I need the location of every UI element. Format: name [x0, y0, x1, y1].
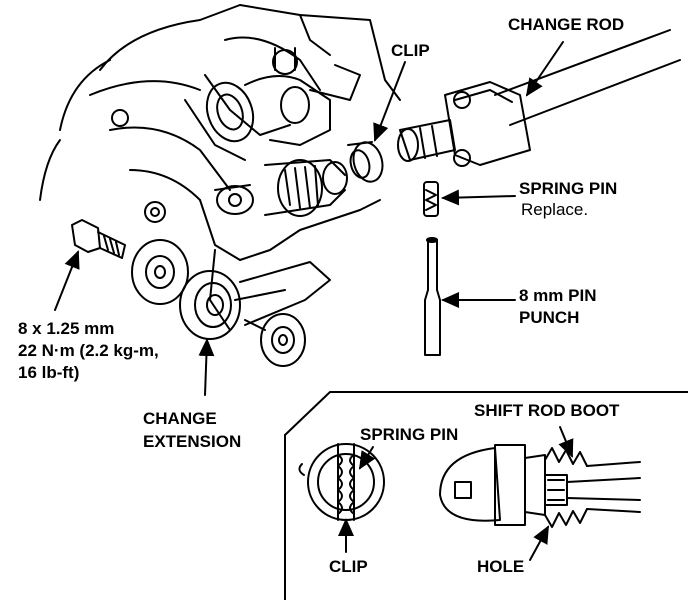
label-clip: CLIP — [391, 41, 430, 60]
label-bolt-torque-lbft: 16 lb-ft) — [18, 363, 80, 382]
shift-shaft — [214, 159, 348, 217]
clip-part — [347, 141, 384, 183]
label-shift-rod-boot: SHIFT ROD BOOT — [474, 401, 620, 420]
label-pin-punch-line2: PUNCH — [519, 308, 580, 327]
label-spring-pin: SPRING PIN — [519, 179, 618, 198]
spring-pin-part — [423, 181, 439, 217]
label-bolt-torque-nm: 22 N·m (2.2 kg-m, — [18, 341, 159, 360]
label-clip-detail: CLIP — [329, 557, 368, 576]
upper-shaft-assembly — [184, 47, 361, 161]
label-bolt-size: 8 x 1.25 mm — [18, 319, 115, 338]
label-change-extension-line2: EXTENSION — [143, 432, 242, 451]
label-pin-punch-line1: 8 mm PIN — [519, 286, 597, 305]
detail-inset — [284, 391, 688, 600]
bolt-part — [71, 219, 126, 259]
change-extension — [131, 239, 331, 367]
label-change-rod: CHANGE ROD — [508, 15, 625, 34]
pin-punch-tool — [424, 237, 441, 356]
label-spring-pin-detail: SPRING PIN — [360, 425, 459, 444]
shift-rod-joint-detail — [439, 444, 641, 528]
leader-arrows — [54, 41, 574, 561]
label-spring-pin-note: Replace. — [521, 200, 589, 219]
label-change-extension-line1: CHANGE — [143, 409, 217, 428]
label-hole: HOLE — [477, 557, 525, 576]
clip-end-view — [298, 443, 385, 521]
transmission-case — [39, 4, 401, 331]
change-rod-joint — [397, 29, 681, 167]
